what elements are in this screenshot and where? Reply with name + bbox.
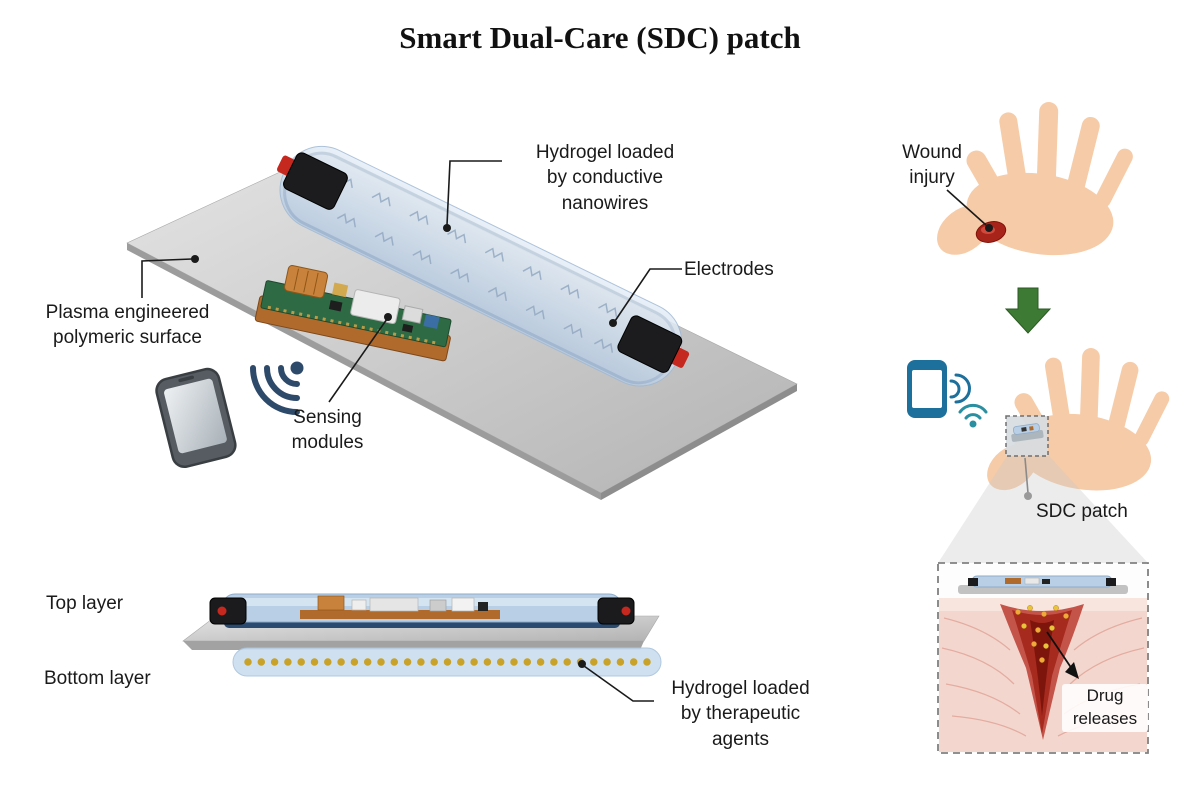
label-bottom-layer: Bottom layer [44, 668, 151, 689]
leader-line-wound [946, 189, 993, 232]
leader-line-therapeutic [578, 660, 654, 702]
zoom-funnel [938, 456, 1148, 563]
phone-icon [907, 360, 947, 418]
arrow-down-icon [1004, 287, 1052, 334]
figure-title: Smart Dual-Care (SDC) patch [399, 20, 801, 55]
label-hydrogel-therapeutic: Hydrogel loaded by therapeutic agents [671, 678, 810, 750]
label-top-layer: Top layer [46, 593, 124, 614]
label-sensing-modules: Sensing modules [291, 407, 364, 454]
plate-edge-right [601, 384, 797, 500]
wifi-icon-small [958, 403, 988, 428]
side-top-highlight [232, 598, 612, 606]
label-drug-releases: Drug releases [1062, 684, 1148, 732]
plate-edge-left [127, 243, 601, 500]
phone-signal-icon [949, 373, 971, 404]
side-cap-left [209, 597, 247, 625]
drug-release-arrow [1046, 631, 1079, 679]
sensing-module-board [254, 264, 452, 362]
side-electronics [300, 595, 500, 619]
drug-particles [1015, 605, 1069, 663]
inset-patch [958, 575, 1128, 594]
main-patch-illustration [126, 145, 798, 500]
epidermis-layer [939, 598, 1147, 611]
electrode-left [277, 152, 348, 210]
label-wound-injury: Wound injury [902, 142, 962, 189]
leader-line-sdc-patch [1024, 457, 1032, 500]
side-view-illustration [182, 593, 662, 702]
side-cap-right [597, 597, 635, 625]
workflow-illustration [907, 101, 1172, 754]
smartphone-icon [155, 367, 237, 469]
applied-patch [1005, 415, 1049, 457]
wifi-signal-icon [250, 361, 304, 415]
leader-lines-main [141, 160, 682, 403]
hydrogel-strip [277, 145, 690, 387]
label-plasma-surface: Plasma engineered polymeric surface [45, 302, 210, 349]
electrode-right [617, 315, 690, 373]
label-electrodes: Electrodes [684, 259, 774, 280]
label-hydrogel-conductive: Hydrogel loaded by conductive nanowires [535, 142, 675, 214]
label-sdc-patch: SDC patch [1036, 501, 1128, 522]
